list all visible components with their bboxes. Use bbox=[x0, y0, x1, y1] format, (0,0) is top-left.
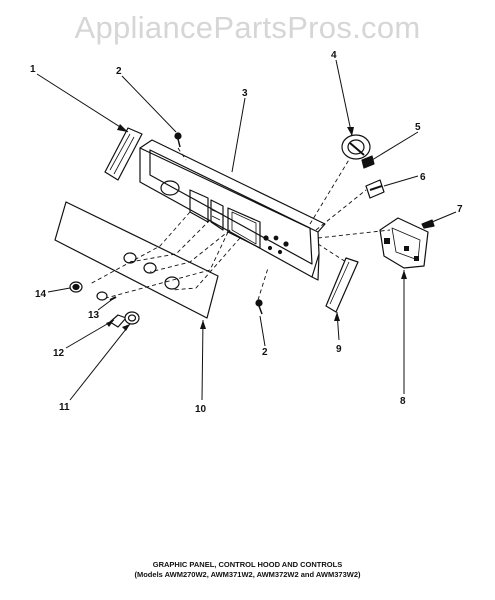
callout-9: 9 bbox=[336, 344, 342, 355]
callout-2-top: 2 bbox=[116, 66, 122, 77]
control-knob-14 bbox=[69, 281, 83, 293]
timer bbox=[379, 217, 429, 269]
callout-10: 10 bbox=[195, 404, 207, 415]
callout-6: 6 bbox=[420, 172, 426, 183]
timer-knob bbox=[341, 134, 371, 160]
watermark: AppliancePartsPros.com bbox=[74, 10, 421, 45]
leader-lines bbox=[36, 59, 457, 401]
screw-2-bottom bbox=[255, 299, 263, 315]
graphic-panel bbox=[54, 201, 219, 319]
screw-7 bbox=[421, 219, 435, 229]
callout-5: 5 bbox=[415, 122, 421, 133]
screw-2-top bbox=[174, 132, 182, 148]
left-end-cap bbox=[104, 127, 143, 181]
diagram-caption: GRAPHIC PANEL, CONTROL HOOD AND CONTROLS… bbox=[0, 560, 495, 580]
right-end-cap bbox=[325, 257, 359, 313]
callout-1: 1 bbox=[30, 64, 36, 75]
knob bbox=[365, 179, 385, 199]
callout-8: 8 bbox=[400, 396, 406, 407]
arrowheads bbox=[106, 124, 407, 331]
callout-4: 4 bbox=[331, 50, 337, 61]
switch bbox=[361, 155, 375, 169]
caption-models: (Models AWM270W2, AWM371W2, AWM372W2 and… bbox=[134, 570, 361, 579]
assembly-lines bbox=[89, 147, 391, 301]
knob-11 bbox=[124, 311, 140, 325]
callout-14: 14 bbox=[35, 289, 47, 300]
callout-7: 7 bbox=[457, 204, 463, 215]
callout-2-bottom: 2 bbox=[262, 347, 268, 358]
callout-11: 11 bbox=[59, 402, 70, 413]
caption-title: GRAPHIC PANEL, CONTROL HOOD AND CONTROLS bbox=[152, 560, 343, 569]
callout-3: 3 bbox=[242, 88, 248, 99]
callout-12: 12 bbox=[53, 348, 65, 359]
callout-numbers: 1 2 3 4 5 6 7 8 9 2 10 11 12 13 14 bbox=[30, 50, 463, 415]
callout-13: 13 bbox=[88, 310, 100, 321]
control-hood bbox=[139, 139, 326, 281]
